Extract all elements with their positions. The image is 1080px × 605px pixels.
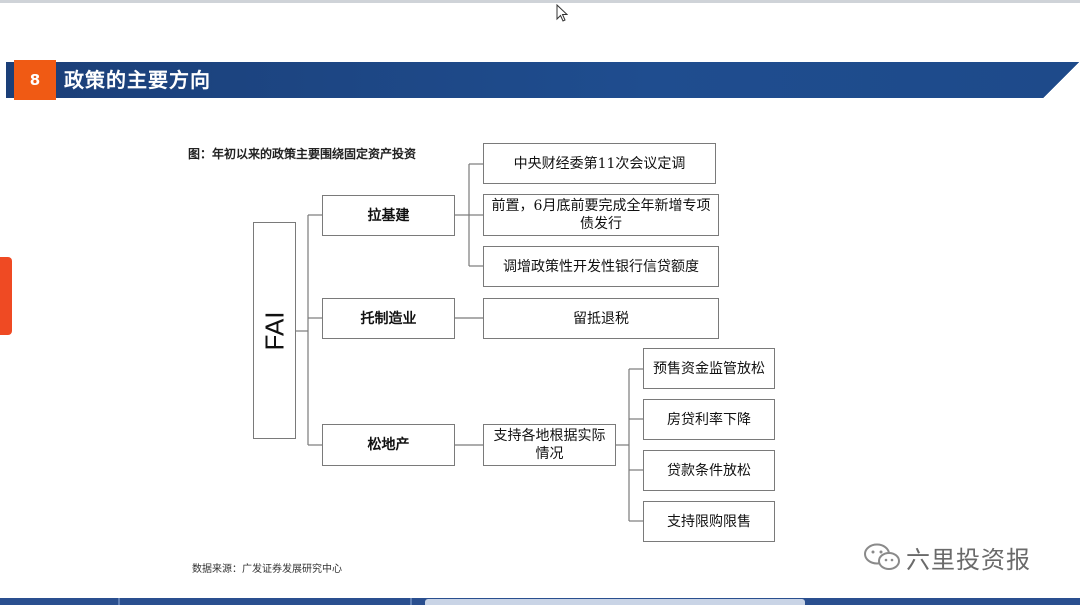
real-estate-item-3: 贷款条件放松	[643, 450, 775, 491]
slide-number-badge: 8	[14, 60, 56, 100]
wechat-icon	[864, 543, 900, 570]
data-source-note: 数据来源：广发证券发展研究中心	[192, 564, 342, 575]
left-edge-tab[interactable]	[0, 257, 12, 335]
slide-title: 政策的主要方向	[64, 68, 211, 92]
branch-real-estate: 松地产	[322, 424, 455, 466]
infra-item-3: 调增政策性开发性银行信贷额度	[483, 246, 719, 287]
infra-item-1: 中央财经委第11次会议定调	[483, 143, 716, 184]
mouse-cursor-icon	[556, 4, 568, 22]
top-edge-bar	[0, 0, 1080, 3]
watermark: 六里投资报	[862, 540, 1031, 574]
real-estate-item-1: 预售资金监管放松	[643, 348, 775, 389]
real-estate-item-4: 支持限购限售	[643, 501, 775, 542]
slide-header-bar	[6, 62, 1080, 98]
branch-infrastructure: 拉基建	[322, 195, 455, 236]
watermark-text: 六里投资报	[906, 545, 1031, 574]
infra-item-2: 前置，6月底前要完成全年新增专项债发行	[483, 194, 719, 236]
bottom-scroll-thumb[interactable]	[425, 599, 805, 605]
fai-root-box: FAI	[253, 222, 296, 439]
manufacturing-item-1: 留抵退税	[483, 298, 719, 339]
figure-caption: 图：年初以来的政策主要围绕固定资产投资	[188, 147, 417, 161]
real-estate-mid: 支持各地根据实际情况	[483, 424, 616, 466]
bottom-bar	[0, 598, 1080, 605]
fai-root-label: FAI	[259, 310, 289, 351]
real-estate-item-2: 房贷利率下降	[643, 399, 775, 440]
branch-manufacturing: 托制造业	[322, 298, 455, 339]
